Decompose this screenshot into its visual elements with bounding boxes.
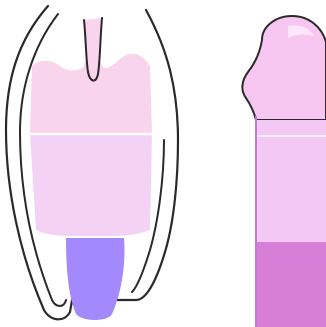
right-bottom-band — [256, 242, 326, 327]
left-cross-section-figure — [6, 6, 178, 320]
left-middle-band — [30, 134, 152, 236]
right-middle-band — [256, 120, 326, 242]
right-side-figure — [242, 16, 326, 327]
right-cap — [242, 16, 326, 120]
left-bottom-tip — [66, 238, 125, 320]
